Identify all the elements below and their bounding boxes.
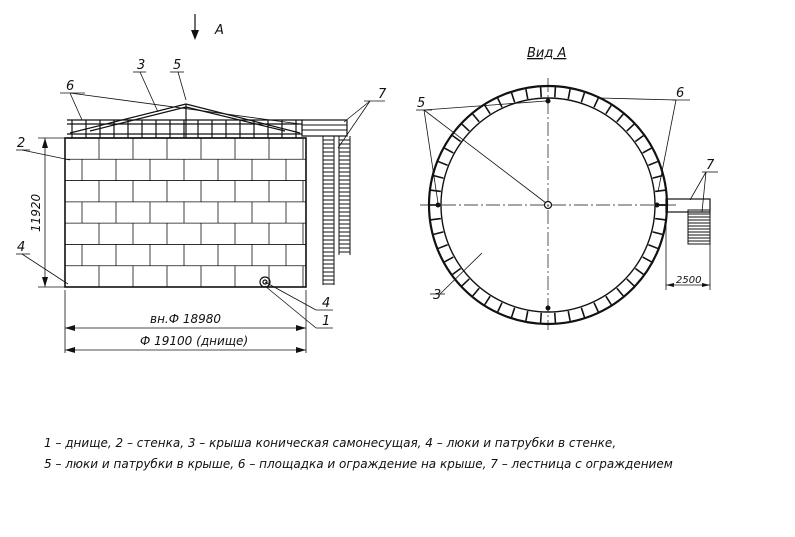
callout-5-side: 5 (173, 58, 181, 73)
callout-5-top: 5 (417, 96, 425, 111)
bottom-diameter-text: Ф 19100 (днище) (140, 334, 248, 348)
view-a-title: Вид А (527, 46, 566, 61)
tank-wall (64, 137, 307, 288)
callout-1-side: 1 (322, 314, 330, 329)
roof-platform (67, 119, 302, 139)
center-lines (420, 78, 676, 330)
callout-7-side: 7 (378, 87, 387, 102)
height-dimension-text: 11920 (29, 193, 43, 232)
view-arrow-a (191, 14, 199, 40)
wall-nozzle (259, 276, 271, 288)
callout-6-top: 6 (676, 86, 684, 101)
conical-roof (69, 103, 301, 138)
side-ladder (301, 119, 351, 285)
callout-3-top: 3 (433, 288, 441, 303)
top-ladder (665, 198, 711, 245)
side-leaders (16, 71, 385, 329)
callout-4-side-right: 4 (322, 296, 330, 311)
callout-6-side: 6 (66, 79, 74, 94)
stair-offset-text: 2500 (676, 275, 701, 286)
callout-7-top: 7 (706, 158, 715, 173)
view-arrow-label: А (214, 23, 224, 38)
callout-2-side: 2 (17, 136, 25, 151)
legend-line-2: 5 – люки и патрубки в крыше, 6 – площадк… (44, 457, 673, 471)
top-leaders (416, 97, 718, 295)
inner-diameter-text: вн.Ф 18980 (150, 312, 221, 326)
callout-4-side-left: 4 (17, 240, 25, 255)
height-dimension (38, 137, 65, 288)
top-view (416, 78, 718, 330)
callout-3-side: 3 (137, 58, 145, 73)
stair-offset-dimension (665, 212, 711, 290)
side-view (16, 14, 385, 353)
roof-nozzles (435, 98, 660, 311)
diameter-dimensions (64, 290, 307, 353)
legend-line-1: 1 – днище, 2 – стенка, 3 – крыша коничес… (44, 436, 617, 450)
